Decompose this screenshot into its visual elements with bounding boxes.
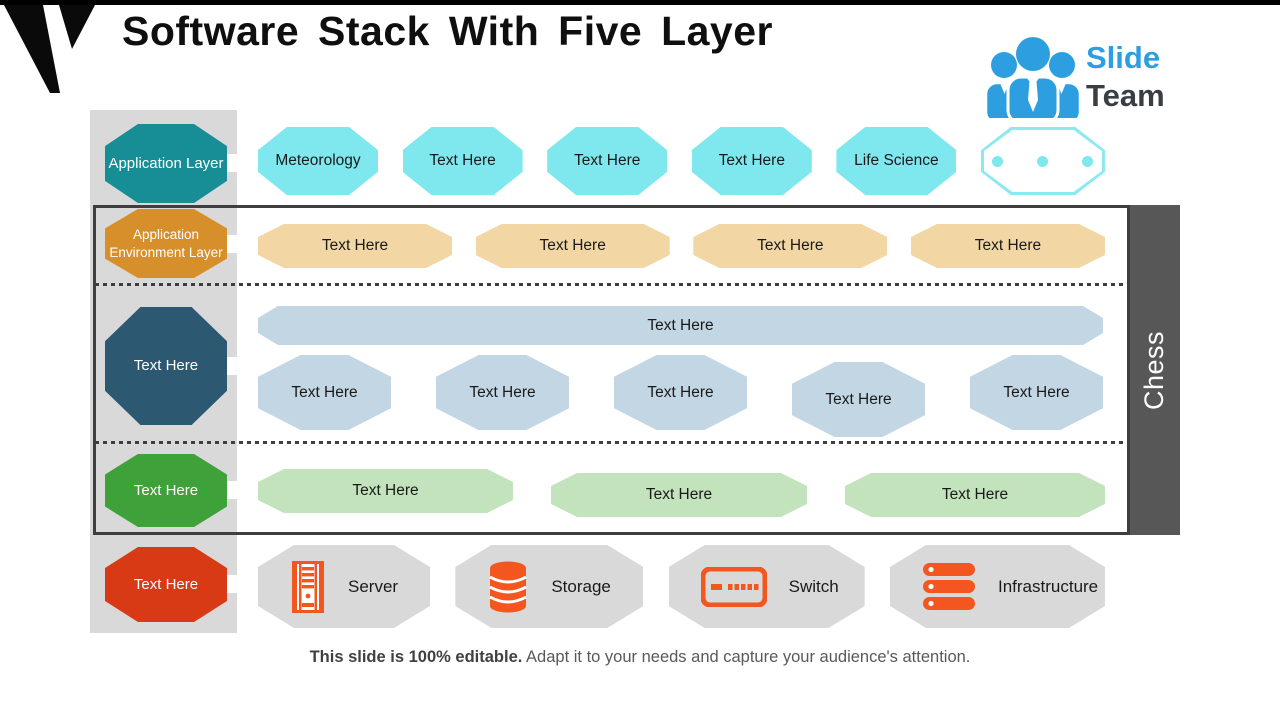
green-item-octagon[interactable]: Text Here xyxy=(258,469,513,513)
infrastructure-icon xyxy=(922,561,976,613)
app-item-octagon[interactable]: Text Here xyxy=(691,127,812,195)
middle-bar-label: Text Here xyxy=(647,316,714,334)
middle-item-octagon[interactable]: Text Here xyxy=(970,355,1103,430)
connector-tab xyxy=(221,575,250,593)
company-v-logo-icon xyxy=(4,5,95,93)
app-item-label: Text Here xyxy=(574,152,641,169)
green-item-octagon[interactable]: Text Here xyxy=(551,473,807,517)
application-environment-row: Text Here Text Here Text Here Text Here xyxy=(258,224,1105,268)
app-item-label: Text Here xyxy=(718,152,785,169)
footer-regular-text: Adapt it to your needs and capture your … xyxy=(526,648,971,666)
layer-octagon-row5[interactable]: Text Here xyxy=(105,547,227,622)
more-items-octagon[interactable] xyxy=(980,127,1105,195)
server-icon xyxy=(290,560,326,614)
people-icon xyxy=(984,37,1082,118)
app-item-label: Text Here xyxy=(429,152,496,169)
middle-item-octagon[interactable]: Text Here xyxy=(258,355,391,430)
brand-team-text: Team xyxy=(1086,78,1165,113)
storage-icon xyxy=(487,560,529,614)
application-layer-row: Meteorology Text Here Text Here Text Her… xyxy=(258,127,1105,195)
app-item-octagon[interactable]: Life Science xyxy=(836,127,957,195)
layer-octagon-row4[interactable]: Text Here xyxy=(105,454,227,527)
layer-label: Application Environment Layer xyxy=(109,226,223,260)
connector-tab xyxy=(221,154,250,172)
middle-item-octagon[interactable]: Text Here xyxy=(792,362,925,437)
green-layer-row: Text Here Text Here Text Here xyxy=(258,469,1105,517)
middle-item-label: Text Here xyxy=(1003,383,1070,401)
middle-item-label: Text Here xyxy=(469,383,536,401)
layer-octagon-application[interactable]: Application Layer xyxy=(105,124,227,203)
env-item-label: Text Here xyxy=(974,237,1042,254)
green-item-octagon[interactable]: Text Here xyxy=(845,473,1105,517)
hardware-item-switch[interactable]: Switch xyxy=(669,545,865,628)
app-item-label: Life Science xyxy=(854,152,939,169)
footer-bold-text: This slide is 100% editable. xyxy=(309,648,523,666)
middle-item-label: Text Here xyxy=(647,383,714,401)
dotted-separator xyxy=(95,283,1128,286)
slideteam-logo: Slide Team xyxy=(983,32,1183,118)
app-item-label: Meteorology xyxy=(275,152,361,169)
env-item-octagon[interactable]: Text Here xyxy=(258,224,452,268)
middle-row: Text Here Text Here Text Here Text Here … xyxy=(258,355,1103,437)
layer-octagon-row3[interactable]: Text Here xyxy=(105,307,227,425)
env-item-label: Text Here xyxy=(539,237,606,254)
env-item-octagon[interactable]: Text Here xyxy=(476,224,670,268)
layer-label: Text Here xyxy=(133,575,199,593)
middle-item-label: Text Here xyxy=(825,390,892,408)
green-item-label: Text Here xyxy=(352,482,419,499)
env-item-octagon[interactable]: Text Here xyxy=(911,224,1105,268)
middle-item-octagon[interactable]: Text Here xyxy=(436,355,569,430)
chess-side-tab-label: Chess xyxy=(1139,330,1170,410)
green-item-label: Text Here xyxy=(941,486,1009,503)
middle-item-octagon[interactable]: Text Here xyxy=(614,355,747,430)
layer-label: Application Layer xyxy=(108,154,224,172)
layer-octagon-application-environment[interactable]: Application Environment Layer xyxy=(105,209,227,278)
middle-item-label: Text Here xyxy=(291,383,358,401)
page-title: Software Stack With Five Layer xyxy=(122,8,773,54)
footer-note: This slide is 100% editable. Adapt it to… xyxy=(0,648,1280,667)
app-item-octagon[interactable]: Text Here xyxy=(402,127,523,195)
hardware-item-label: Infrastructure xyxy=(997,576,1099,596)
hardware-item-server[interactable]: Server xyxy=(258,545,430,628)
switch-icon xyxy=(701,567,767,607)
hardware-item-storage[interactable]: Storage xyxy=(455,545,643,628)
app-item-octagon[interactable]: Text Here xyxy=(547,127,668,195)
hardware-item-infrastructure[interactable]: Infrastructure xyxy=(890,545,1105,628)
hardware-item-label: Switch xyxy=(788,576,839,596)
ellipsis-icon xyxy=(981,127,1105,195)
hardware-item-label: Storage xyxy=(551,576,611,596)
env-item-octagon[interactable]: Text Here xyxy=(693,224,887,268)
top-black-strip xyxy=(0,0,1280,5)
env-item-label: Text Here xyxy=(757,237,824,254)
connector-tab xyxy=(221,235,250,253)
dotted-separator xyxy=(95,441,1128,444)
connector-tab xyxy=(221,357,250,375)
middle-wide-bar[interactable]: Text Here xyxy=(258,306,1103,345)
hardware-item-label: Server xyxy=(348,576,399,596)
env-item-label: Text Here xyxy=(321,237,389,254)
layer-label: Text Here xyxy=(133,481,199,499)
infrastructure-row: Server Storage xyxy=(258,545,1105,628)
layer-label: Text Here xyxy=(133,357,199,375)
green-item-label: Text Here xyxy=(645,486,713,503)
connector-tab xyxy=(221,481,250,499)
app-item-octagon[interactable]: Meteorology xyxy=(258,127,378,195)
brand-slide-text: Slide xyxy=(1086,40,1161,75)
chess-side-tab[interactable]: Chess xyxy=(1130,205,1180,535)
